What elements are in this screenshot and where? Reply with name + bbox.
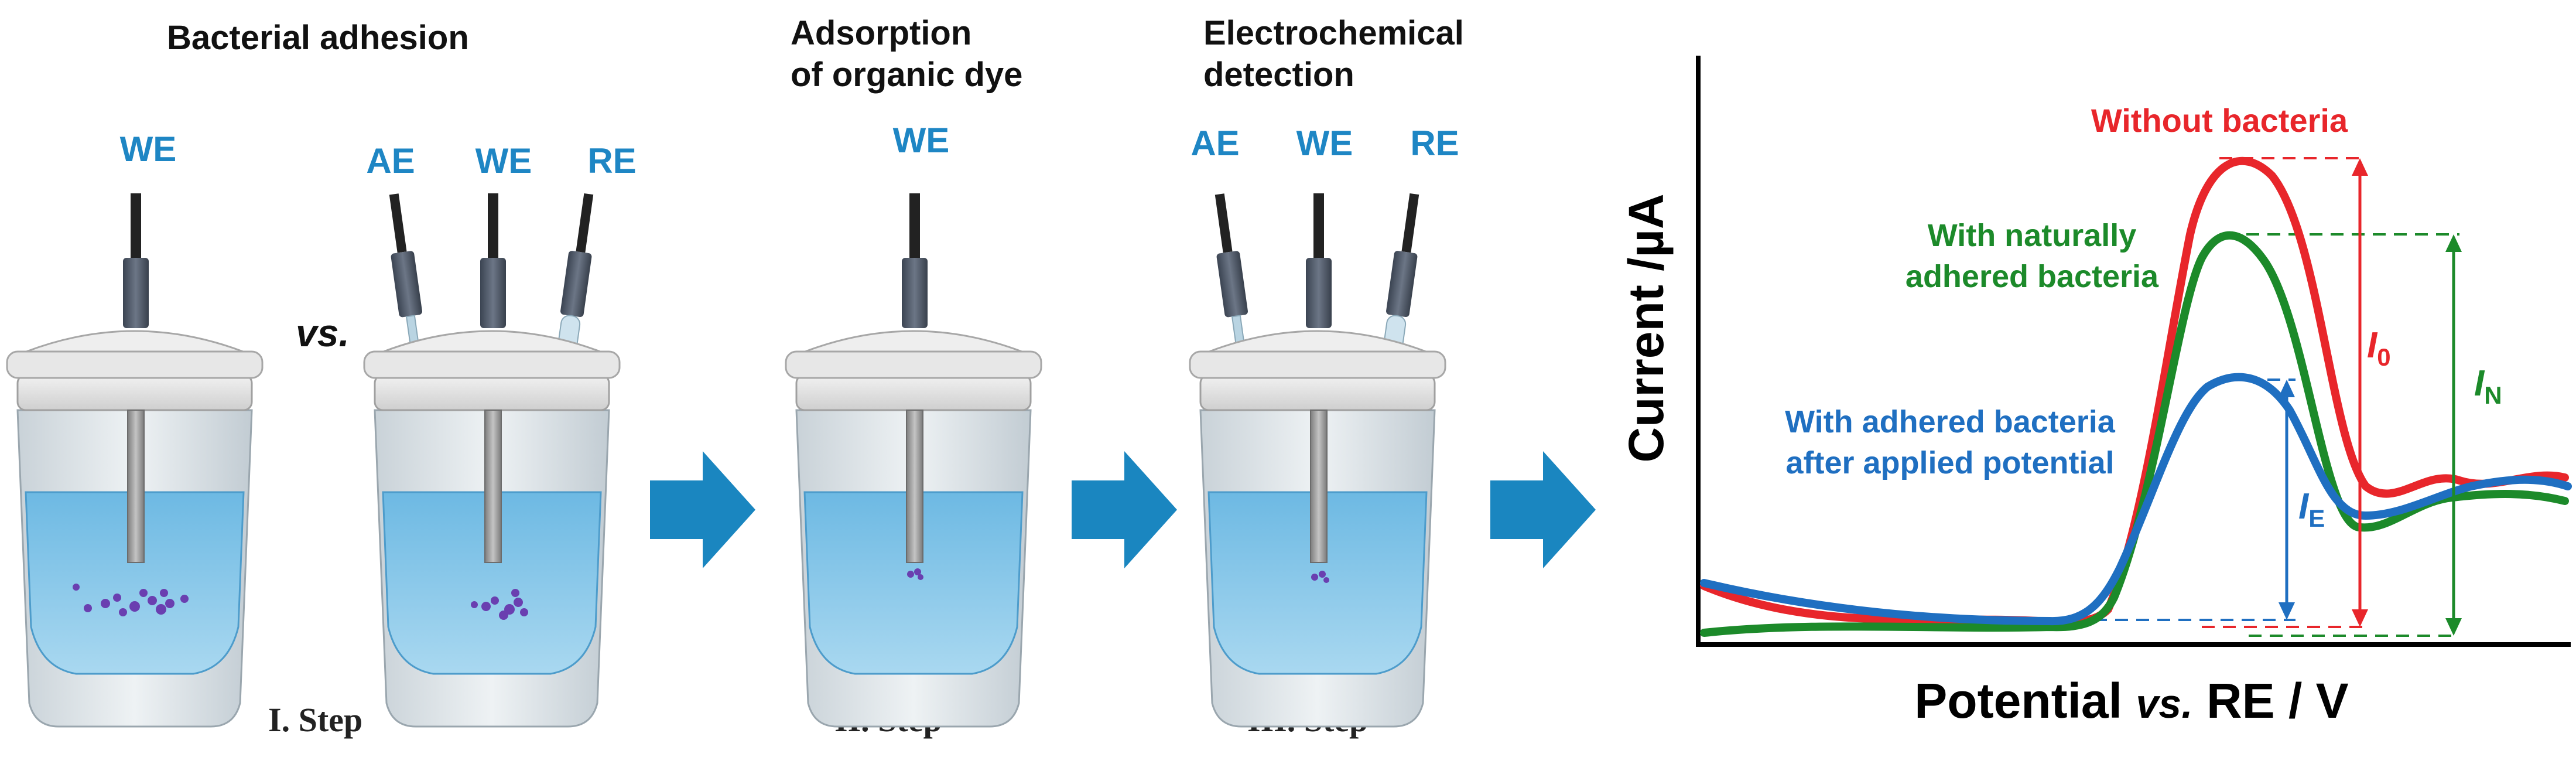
heading-adsorption: Adsorption of organic dye <box>791 13 1022 96</box>
cell2-label-re: RE <box>587 141 636 180</box>
cell-3 <box>785 193 1042 728</box>
x-axis-label-part1: Potential <box>1914 673 2136 728</box>
cell4-label-ae: AE <box>1190 124 1239 163</box>
x-axis-label-italic: vs. <box>2136 681 2192 727</box>
cell4-label-re: RE <box>1410 124 1459 163</box>
arrow-1 <box>650 451 755 568</box>
cell-1 <box>6 193 264 728</box>
label-in-symbol: I <box>2474 363 2485 404</box>
x-axis-label: Potential vs. RE / V <box>1914 673 2348 728</box>
label-ie-sub: E <box>2308 504 2325 532</box>
label-i0-symbol: I <box>2367 325 2378 366</box>
label-i0: I0 <box>2367 325 2391 371</box>
heading-electrochemical: Electrochemical detection <box>1203 13 1464 96</box>
cell2-label-ae: AE <box>366 141 415 180</box>
arrow-3 <box>1490 451 1596 568</box>
step-label-1: I. Step <box>268 701 363 739</box>
heading-bacterial-adhesion: Bacterial adhesion <box>167 19 469 57</box>
cell3-label-we: WE <box>893 121 950 160</box>
series-label-natural-line1: With naturally <box>1928 218 2137 253</box>
series-label-applied-line2: after applied potential <box>1785 445 2114 480</box>
series-label-applied-line1: With adhered bacteria <box>1785 404 2116 439</box>
x-axis-label-part2: RE / V <box>2193 673 2349 728</box>
label-ie-symbol: I <box>2298 486 2310 527</box>
heading-adsorption-line2: of organic dye <box>791 55 1023 94</box>
series-label-natural-line2: adhered bacteria <box>1906 259 2159 294</box>
cell-4 <box>1189 193 1446 728</box>
heading-electrochemical-line1: Electrochemical <box>1203 14 1464 52</box>
label-in-sub: N <box>2484 381 2502 409</box>
curve-naturally-adhered <box>1700 231 2569 637</box>
label-i0-sub: 0 <box>2377 343 2390 371</box>
arrow-2 <box>1072 451 1177 568</box>
y-axis-label: Current /µA <box>1619 193 1674 462</box>
cell-2 <box>363 193 621 728</box>
label-in: IN <box>2474 363 2502 409</box>
cell4-label-we: WE <box>1296 124 1353 163</box>
heading-electrochemical-line2: detection <box>1203 55 1354 94</box>
series-label-without-bacteria: Without bacteria <box>2091 102 2348 139</box>
cell2-label-we: WE <box>475 141 532 180</box>
cell1-label-we: WE <box>120 129 177 169</box>
heading-adsorption-line1: Adsorption <box>791 14 972 52</box>
vs-label: vs. <box>296 311 350 354</box>
curve-applied-potential <box>1700 373 2572 626</box>
label-ie: IE <box>2298 486 2325 532</box>
